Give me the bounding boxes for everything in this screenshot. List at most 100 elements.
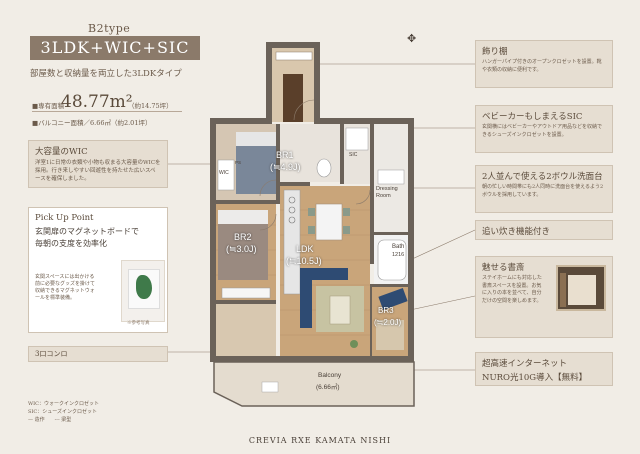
ps-label: PS	[235, 160, 242, 165]
bath-label: Bath	[392, 244, 405, 250]
wic-callout-body: 洋室1に日常の衣類や小物も収まる大容量のWICを採用。行き来しやすい回遊性を持た…	[35, 160, 161, 182]
pickup-headline-2: 毎朝の支度を効率化	[35, 239, 107, 248]
shelf-body: ハンガーパイプ付きのオープンクロゼットを設置。靴や衣類の収納に便利です。	[482, 59, 602, 73]
br2-size: (≒3.0J)	[226, 244, 257, 254]
area-tsubo: （約14.75坪）	[128, 102, 173, 110]
plant-icon	[136, 275, 152, 299]
entry-storage	[283, 74, 303, 122]
wic-callout: 大容量のWIC 洋室1に日常の衣類や小物も収まる大容量のWICを採用。行き来しや…	[28, 140, 168, 188]
wall-north-left	[210, 118, 270, 124]
compass-icon: ✥	[407, 32, 417, 45]
ldk-label: LDK	[296, 244, 314, 254]
conro-label: 3口コンロ	[28, 346, 168, 362]
study-body: ステイホームにも対応した書斎スペースを設置。お気に入りの本を並べて、自分だけの空…	[482, 275, 542, 304]
area-value: 48.77m²	[61, 92, 133, 112]
pickup-body: 玄関スペースには出かける前に必要なグッズを掛けて収納できるマグネットウォールを標…	[35, 274, 96, 301]
sic-body: 玄関横にはベビーカーやアウトドア用品などを収納できるシューズインクロゼットを設置…	[482, 124, 603, 138]
br2-label: BR2	[234, 232, 252, 242]
wall-wet-left	[370, 124, 374, 264]
decor-shelf	[275, 51, 313, 61]
wall-br1-right	[276, 124, 280, 204]
photo-caption: ※参考写真	[127, 321, 150, 326]
walls	[210, 42, 414, 364]
wall-toilet-bottom	[280, 182, 310, 186]
legend: WIC：ウォークインクロゼット SIC：シューズインクロゼット — 造作 ---…	[28, 400, 99, 424]
right-callout-basin: 2人並んで使える2ボウル洗面台 朝の忙しい時間帯にも2人同時に洗面台を使えるよう…	[475, 165, 613, 213]
pickup-title: Pick Up Point	[35, 213, 94, 223]
balcony-label: Balcony	[318, 372, 342, 379]
wall-sic-left	[340, 124, 344, 184]
wall-entry-right	[314, 42, 320, 122]
br1-door-swing	[259, 179, 277, 197]
area-line: ■専有面積 48.77m² （約14.75坪）	[32, 92, 182, 112]
area-label: ■専有面積	[32, 102, 65, 110]
balcony-area: ■バルコニー面積／6.66㎡（約2.01坪）	[32, 119, 152, 127]
footer-property-name: CREVIA RXE KAMATA NISHI	[248, 436, 392, 445]
plant-icon-ldk	[350, 340, 358, 348]
reheat-title: 追い炊き機能付き	[482, 227, 551, 237]
br3-label: BR3	[378, 306, 394, 315]
reheat-connector	[409, 229, 476, 261]
wall-br2-top	[216, 200, 276, 204]
br3-desk	[378, 287, 408, 311]
br3-size: (≒2.0J)	[374, 318, 402, 327]
sic-shelf	[345, 127, 369, 151]
bookshelf-image	[560, 273, 566, 307]
basin-body: 朝の忙しい時間帯にも2人同時に洗面台を使えるよう2ボウルを採用しています。	[482, 184, 604, 198]
study-title: 魅せる書斎	[482, 263, 525, 273]
stove-icon	[288, 196, 296, 224]
internet-subtitle: NURO光10G導入【無料】	[482, 373, 588, 383]
wall-entry-left	[266, 42, 272, 142]
entry-door-swing	[293, 99, 315, 121]
legend-sic: SIC：シューズインクロゼット	[28, 409, 97, 415]
ac-unit	[261, 381, 279, 393]
tagline: 部屋数と収納量を両立した3LDKタイプ	[30, 69, 182, 79]
window-image	[568, 275, 596, 305]
sofa-side	[300, 268, 312, 328]
wic-closet	[217, 159, 235, 191]
br1-size: (≒4.9J)	[270, 162, 301, 172]
right-callout-study: 魅せる書斎 ステイホームにも対応した書斎スペースを設置。お気に入りの本を並べて、…	[475, 256, 613, 338]
wall-west	[210, 118, 216, 362]
closet-floor	[216, 304, 276, 356]
br2-closet	[221, 287, 271, 299]
dressing-door-swing	[355, 189, 371, 205]
coffee-table	[329, 295, 351, 325]
dining-table	[315, 203, 343, 241]
plan-name-banner: 3LDK+WIC+SIC	[30, 36, 200, 60]
study-connector	[409, 295, 476, 311]
balcony-outline	[213, 361, 415, 407]
kitchen-counter	[283, 189, 301, 295]
wall-bath-top	[370, 232, 410, 235]
br1-label: BR1	[276, 150, 294, 160]
right-callout-sic: ベビーカーもしまえるSIC 玄関横にはベビーカーやアウトドア用品などを収納できる…	[475, 105, 613, 153]
magnet-board-photo	[121, 260, 165, 322]
dining-chairs	[308, 208, 350, 234]
br2-door-swing	[259, 213, 277, 231]
wic-callout-title: 大容量のWIC	[35, 147, 88, 157]
door-swings	[259, 99, 371, 231]
legend-wic: WIC：ウォークインクロゼット	[28, 401, 99, 407]
washbasin	[377, 169, 405, 185]
wall-east	[408, 118, 414, 364]
balcony-size: (6.66㎡)	[316, 384, 340, 391]
br1-pillow	[236, 132, 276, 146]
toilet-icon	[316, 158, 332, 178]
pickup-card: Pick Up Point 玄関扉のマグネットボードで 毎朝の支度を効率化 玄関…	[28, 207, 168, 333]
type-label: B2type	[88, 22, 131, 35]
right-callout-shelf: 飾り棚 ハンガーパイプ付きのオープンクロゼットを設置。靴や衣類の収納に便利です。	[475, 40, 613, 88]
sic-label: SIC	[349, 152, 358, 158]
br2-pillow	[218, 210, 268, 224]
bathtub	[377, 239, 407, 281]
legend-lines: — 造作 --- 梁型	[28, 417, 72, 423]
right-callout-reheat: 追い炊き機能付き	[475, 220, 613, 240]
wic-label: WIC	[219, 170, 229, 176]
basin-title: 2人並んで使える2ボウル洗面台	[482, 172, 603, 182]
dressing-label: Dressing Room	[376, 186, 398, 199]
wall-bath-bottom	[370, 284, 410, 287]
internet-title: 超高速インターネット	[482, 359, 568, 369]
ldk-size: (≒10.5J)	[286, 256, 322, 266]
wall-south	[210, 356, 414, 362]
